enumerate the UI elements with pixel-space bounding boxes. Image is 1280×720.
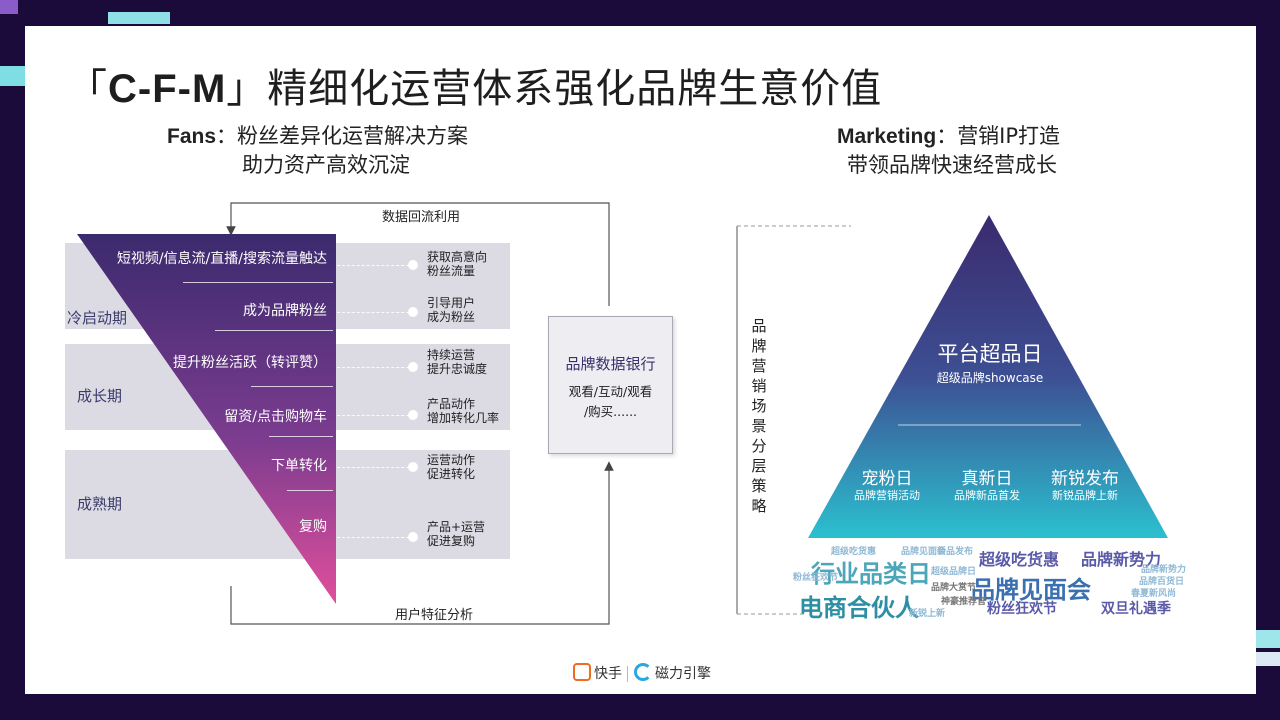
funnel-step-6: 复购 — [299, 519, 327, 535]
wc-word-2: 品牌见面会 — [971, 576, 1091, 604]
funnel-step-5: 下单转化 — [271, 458, 327, 474]
bank-title: 品牌数据银行 — [565, 355, 656, 373]
marketing-subhead: Marketing：营销IP打造 带领品牌快速经营成长 — [837, 122, 1060, 180]
pyramid-item-1-title: 宠粉日 — [861, 469, 913, 489]
note-5: 运营动作促进转化 — [427, 453, 476, 481]
note-connector-4 — [337, 415, 409, 416]
marketing-line1: 营销IP打造 — [957, 124, 1061, 148]
pyramid-top-title: 平台超品日 — [937, 342, 1043, 366]
bank-subtitle: 观看/互动/观看 /购买...... — [549, 382, 672, 422]
fans-subhead: Fans：粉丝差异化运营解决方案 助力资产高效沉淀 — [167, 122, 468, 180]
marketing-line2: 带领品牌快速经营成长 — [847, 153, 1057, 177]
wc-word-10: 春夏新风尚 — [1131, 589, 1177, 599]
wc-word-18: 新锐上新 — [909, 609, 946, 619]
pyramid-top-sub: 超级品牌showcase — [936, 371, 1044, 385]
note-connector-5 — [337, 467, 409, 468]
fans-colon: ： — [216, 124, 238, 148]
brand-data-bank-box: 品牌数据银行 观看/互动/观看 /购买...... — [548, 316, 673, 454]
note-dot-3 — [408, 362, 418, 372]
wc-word-17: 粉丝狂欢节 — [793, 573, 839, 583]
pyramid-item-2-sub: 品牌新品首发 — [954, 489, 1020, 502]
funnel-step-4: 留资/点击购物车 — [224, 409, 327, 425]
wc-word-6: 粉丝狂欢节 — [987, 601, 1057, 617]
bg-accent-bar-top-2 — [0, 0, 18, 14]
kuaishou-icon — [573, 663, 591, 681]
pyramid-item-2-title: 真新日 — [961, 469, 1013, 489]
note-connector-6 — [337, 537, 409, 538]
flow-loop-lines — [226, 202, 614, 625]
pyramid-side-bracket — [736, 225, 851, 615]
wc-word-7: 双旦礼遇季 — [1101, 601, 1171, 617]
wc-word-11: 品牌百货日 — [1139, 577, 1185, 587]
cili-text: 磁力引擎 — [655, 666, 711, 682]
note-dot-6 — [408, 532, 418, 542]
note-dot-4 — [408, 410, 418, 420]
wc-word-8: 品牌大赏节 — [931, 583, 977, 593]
stage-label-cold: 冷启动期 — [67, 309, 128, 327]
title-text: 精细化运营体系强化品牌生意价值 — [267, 66, 883, 112]
wc-word-12: 新品发布 — [937, 547, 974, 557]
bottom-flow-line — [230, 461, 614, 625]
note-6: 产品+运营促进复购 — [427, 520, 486, 548]
wc-word-9: 神豪推荐官 — [941, 597, 987, 607]
kuaishou-text: 快手 — [594, 666, 622, 682]
note-4: 产品动作增加转化几率 — [427, 397, 500, 425]
funnel-step-2: 成为品牌粉丝 — [243, 303, 327, 319]
note-connector-1 — [337, 265, 409, 266]
bank-line2: /购买...... — [583, 404, 638, 419]
stage-label-growth: 成长期 — [77, 387, 123, 405]
pyramid-triangle — [808, 215, 1168, 538]
note-dot-1 — [408, 260, 418, 270]
note-1: 获取高意向粉丝流量 — [427, 250, 488, 278]
wc-word-15: 超级品牌日 — [931, 567, 977, 577]
wc-word-14: 品牌见面会 — [901, 547, 947, 557]
pyramid-item-3-title: 新锐发布 — [1051, 469, 1119, 489]
bg-accent-bar-top — [108, 12, 170, 24]
word-cloud: 行业品类日 品牌见面会 电商合伙人 超级吃货惠 品牌新势力 粉丝狂欢节 双旦礼遇… — [791, 542, 1211, 622]
wc-word-1: 行业品类日 — [811, 560, 931, 588]
funnel-triangle — [77, 234, 336, 604]
top-flow-label: 数据回流利用 — [382, 210, 461, 225]
funnel-sep-4 — [269, 436, 333, 437]
wc-word-5: 品牌新势力 — [1081, 550, 1162, 569]
funnel-sep-3 — [251, 386, 333, 387]
pyramid-item-3-sub: 新锐品牌上新 — [1052, 489, 1118, 502]
cili-logo: 磁力引擎 — [634, 663, 711, 683]
note-3: 持续运营提升忠诚度 — [427, 348, 488, 376]
title-bracket-open: 「 — [67, 66, 108, 112]
title-brand: C-F-M — [108, 67, 227, 111]
note-connector-2 — [337, 312, 409, 313]
pyramid-item-1-sub: 品牌营销活动 — [854, 489, 920, 502]
marketing-label: Marketing — [837, 125, 937, 148]
bank-line1: 观看/互动/观看 — [568, 384, 653, 399]
funnel-step-3: 提升粉丝活跃（转评赞） — [173, 355, 327, 371]
title-bracket-close: 」 — [226, 66, 268, 112]
bottom-flow-label: 用户特征分析 — [395, 608, 474, 623]
note-dot-5 — [408, 462, 418, 472]
logo-divider — [627, 666, 628, 682]
wc-word-16: 品牌新势力 — [1141, 565, 1187, 575]
note-2: 引导用户成为粉丝 — [427, 296, 476, 324]
cili-icon — [634, 663, 652, 681]
funnel-sep-1 — [183, 282, 333, 283]
marketing-colon: ： — [936, 124, 958, 148]
fans-label: Fans — [167, 125, 217, 148]
top-flow-line — [226, 202, 610, 306]
page-title: 「C-F-M」精细化运营体系强化品牌生意价值 — [67, 56, 882, 114]
slide: 「C-F-M」精细化运营体系强化品牌生意价值 Fans：粉丝差异化运营解决方案 … — [25, 26, 1256, 694]
fans-line1: 粉丝差异化运营解决方案 — [237, 124, 469, 148]
funnel-sep-5 — [287, 490, 333, 491]
note-connector-3 — [337, 367, 409, 368]
note-dot-2 — [408, 307, 418, 317]
stage-label-mature: 成熟期 — [77, 495, 123, 513]
fans-line2: 助力资产高效沉淀 — [242, 153, 410, 177]
wc-word-13: 超级吃货惠 — [831, 547, 877, 557]
wc-word-4: 超级吃货惠 — [979, 550, 1060, 569]
funnel-step-1: 短视频/信息流/直播/搜索流量触达 — [116, 251, 327, 267]
pyramid-side-label: 品牌营销场景分层策略 — [751, 317, 767, 515]
wc-word-3: 电商合伙人 — [799, 594, 919, 622]
kuaishou-logo: 快手 — [573, 663, 622, 683]
funnel-sep-2 — [215, 330, 333, 331]
